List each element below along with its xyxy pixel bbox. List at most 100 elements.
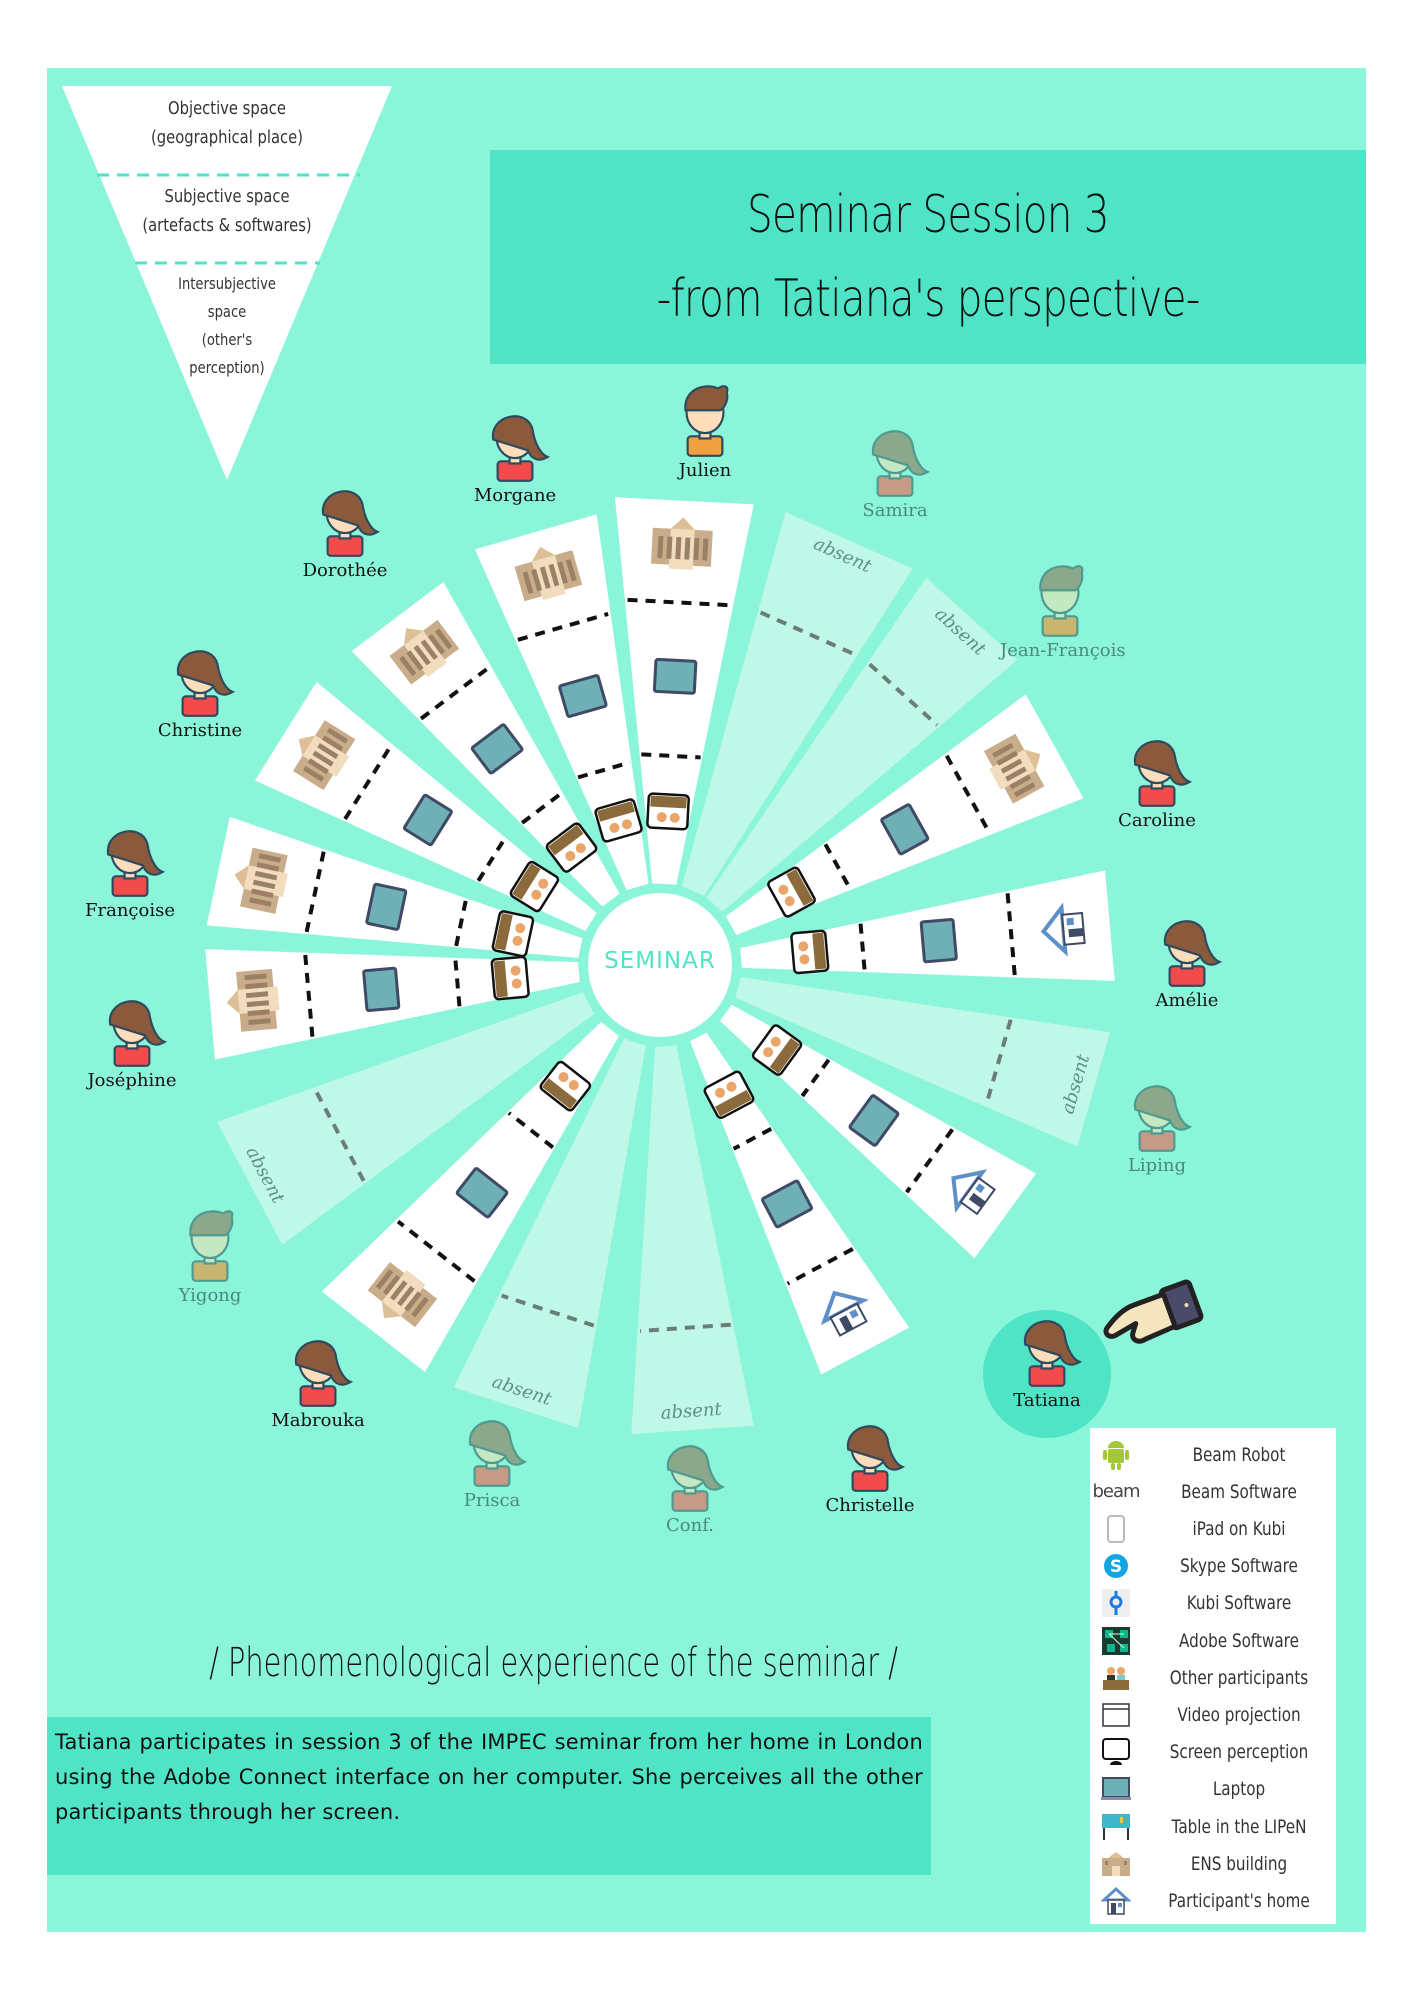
intersubjective-line-3: (other's [201,330,253,349]
laptop-icon [558,674,608,718]
legend-label: Participant's home [1168,1889,1310,1912]
participant-spoke [351,582,620,907]
person-avatar-icon [322,490,381,557]
participant-name: Christine [157,720,243,741]
participant-name: Christelle [825,1495,915,1516]
objective-space-subtitle: (geographical place) [151,127,303,148]
house-icon [1040,902,1086,957]
adobe-connect-icon [1090,1624,1142,1658]
legend-item: Video projection [1090,1696,1336,1733]
participant-spoke [205,949,580,1060]
legend-label: Beam Software [1181,1480,1297,1503]
participant-liping: Liping [1097,1077,1217,1176]
seminar-center-label: SEMINAR [604,948,716,974]
participant-name: Jean-François [1000,640,1126,661]
participant-conf-: Conf. [630,1437,750,1536]
android-robot-icon [1090,1438,1142,1472]
objective-space-title: Objective space [167,98,286,119]
participant-yigong: Yigong [150,1207,270,1306]
subjective-space-subtitle: (artefacts & softwares) [142,215,312,236]
ens-building-icon [514,546,583,602]
participant-joséphine: Joséphine [72,992,192,1091]
person-avatar-icon [492,415,551,482]
participant-spoke [474,514,649,891]
absent-spoke: absent [706,577,1018,912]
other-participants-icon [539,1060,592,1112]
ens-building-icon [292,720,356,791]
absent-label: absent [660,1399,723,1424]
intersubjective-line-4: perception) [189,358,265,377]
page-title: Seminar Session 3 [747,185,1110,245]
participant-name: Prisca [463,1490,521,1511]
legend-item: Kubi Software [1090,1585,1336,1622]
other-participants-icon [594,798,643,843]
monitor-icon [1090,1735,1142,1769]
pyramid-shape [62,86,392,480]
participant-spoke [206,816,583,958]
house-icon [951,1169,997,1216]
title-banner: Seminar Session 3 -from Tatiana's perspe… [490,150,1366,364]
participant-name: Yigong [178,1285,242,1306]
spaces-pyramid: Objective space (geographical place) Sub… [62,86,392,480]
absent-person-avatar-icon [189,1210,234,1282]
legend-label: ENS building [1190,1852,1288,1875]
participant-name: Amélie [1155,990,1219,1011]
participant-name: Françoise [85,900,175,921]
participant-jean-françois: Jean-François [1000,562,1126,661]
participant-name: Tatiana [1013,1390,1081,1411]
absent-person-avatar-icon [1039,565,1084,637]
laptop-icon [470,723,524,775]
legend-label: Video projection [1177,1703,1301,1726]
person-avatar-icon [177,650,236,717]
participant-name: Conf. [666,1515,714,1536]
participant-christelle: Christelle [810,1417,930,1516]
participant-mabrouka: Mabrouka [258,1332,378,1431]
person-avatar-icon [109,1000,168,1067]
participant-spoke [725,694,1084,935]
legend-item: Table in the LIPeN [1090,1808,1336,1845]
participant-name: Caroline [1118,810,1196,831]
ens-building-icon [983,733,1045,804]
absent-spoke: absent [631,1045,754,1435]
page-subtitle: -from Tatiana's perspective- [656,269,1200,329]
participant-spoke [321,1021,619,1373]
laptop-icon [365,882,408,931]
laptop-icon [1090,1772,1142,1806]
person-avatar-icon [847,1425,906,1492]
participant-françoise: Françoise [70,822,190,921]
participant-spoke [614,497,754,885]
intersubjective-space-label: Intersubjective space (other's perceptio… [137,270,317,382]
absent-person-avatar-icon [872,430,931,497]
legend-label: Screen perception [1169,1741,1309,1764]
ens-building-icon [226,968,280,1032]
legend-item: Other participants [1090,1659,1336,1696]
seminar-center-circle [588,893,732,1037]
ens-building-icon [367,1261,438,1328]
participant-tatiana: Tatiana [987,1312,1107,1411]
description-text: Tatiana participates in session 3 of the… [55,1730,923,1824]
participant-prisca: Prisca [432,1412,552,1511]
kubi-icon [1090,1586,1142,1620]
ens-building-icon [389,619,460,685]
legend-label: Skype Software [1180,1555,1298,1578]
absent-person-avatar-icon [469,1420,528,1487]
lipen-table-icon [1090,1810,1142,1844]
subjective-space-title: Subjective space [164,186,290,207]
person-avatar-icon [1164,920,1223,987]
subjective-space-label: Subjective space (artefacts & softwares) [137,182,317,240]
svg-text:S: S [1110,1557,1122,1577]
laptop-icon [455,1167,509,1219]
participant-name: Morgane [473,485,557,506]
legend-item: Participant's home [1090,1882,1336,1919]
legend-item: S Skype Software [1090,1548,1336,1585]
participant-spoke [690,1032,910,1375]
legend-item: ENS building [1090,1845,1336,1882]
legend-item: Laptop [1090,1771,1336,1808]
laptop-icon [880,803,930,856]
person-avatar-icon [684,385,729,457]
absent-person-avatar-icon [1134,1085,1193,1152]
legend-item: iPad on Kubi [1090,1510,1336,1547]
objective-space-label: Objective space (geographical place) [137,94,317,152]
